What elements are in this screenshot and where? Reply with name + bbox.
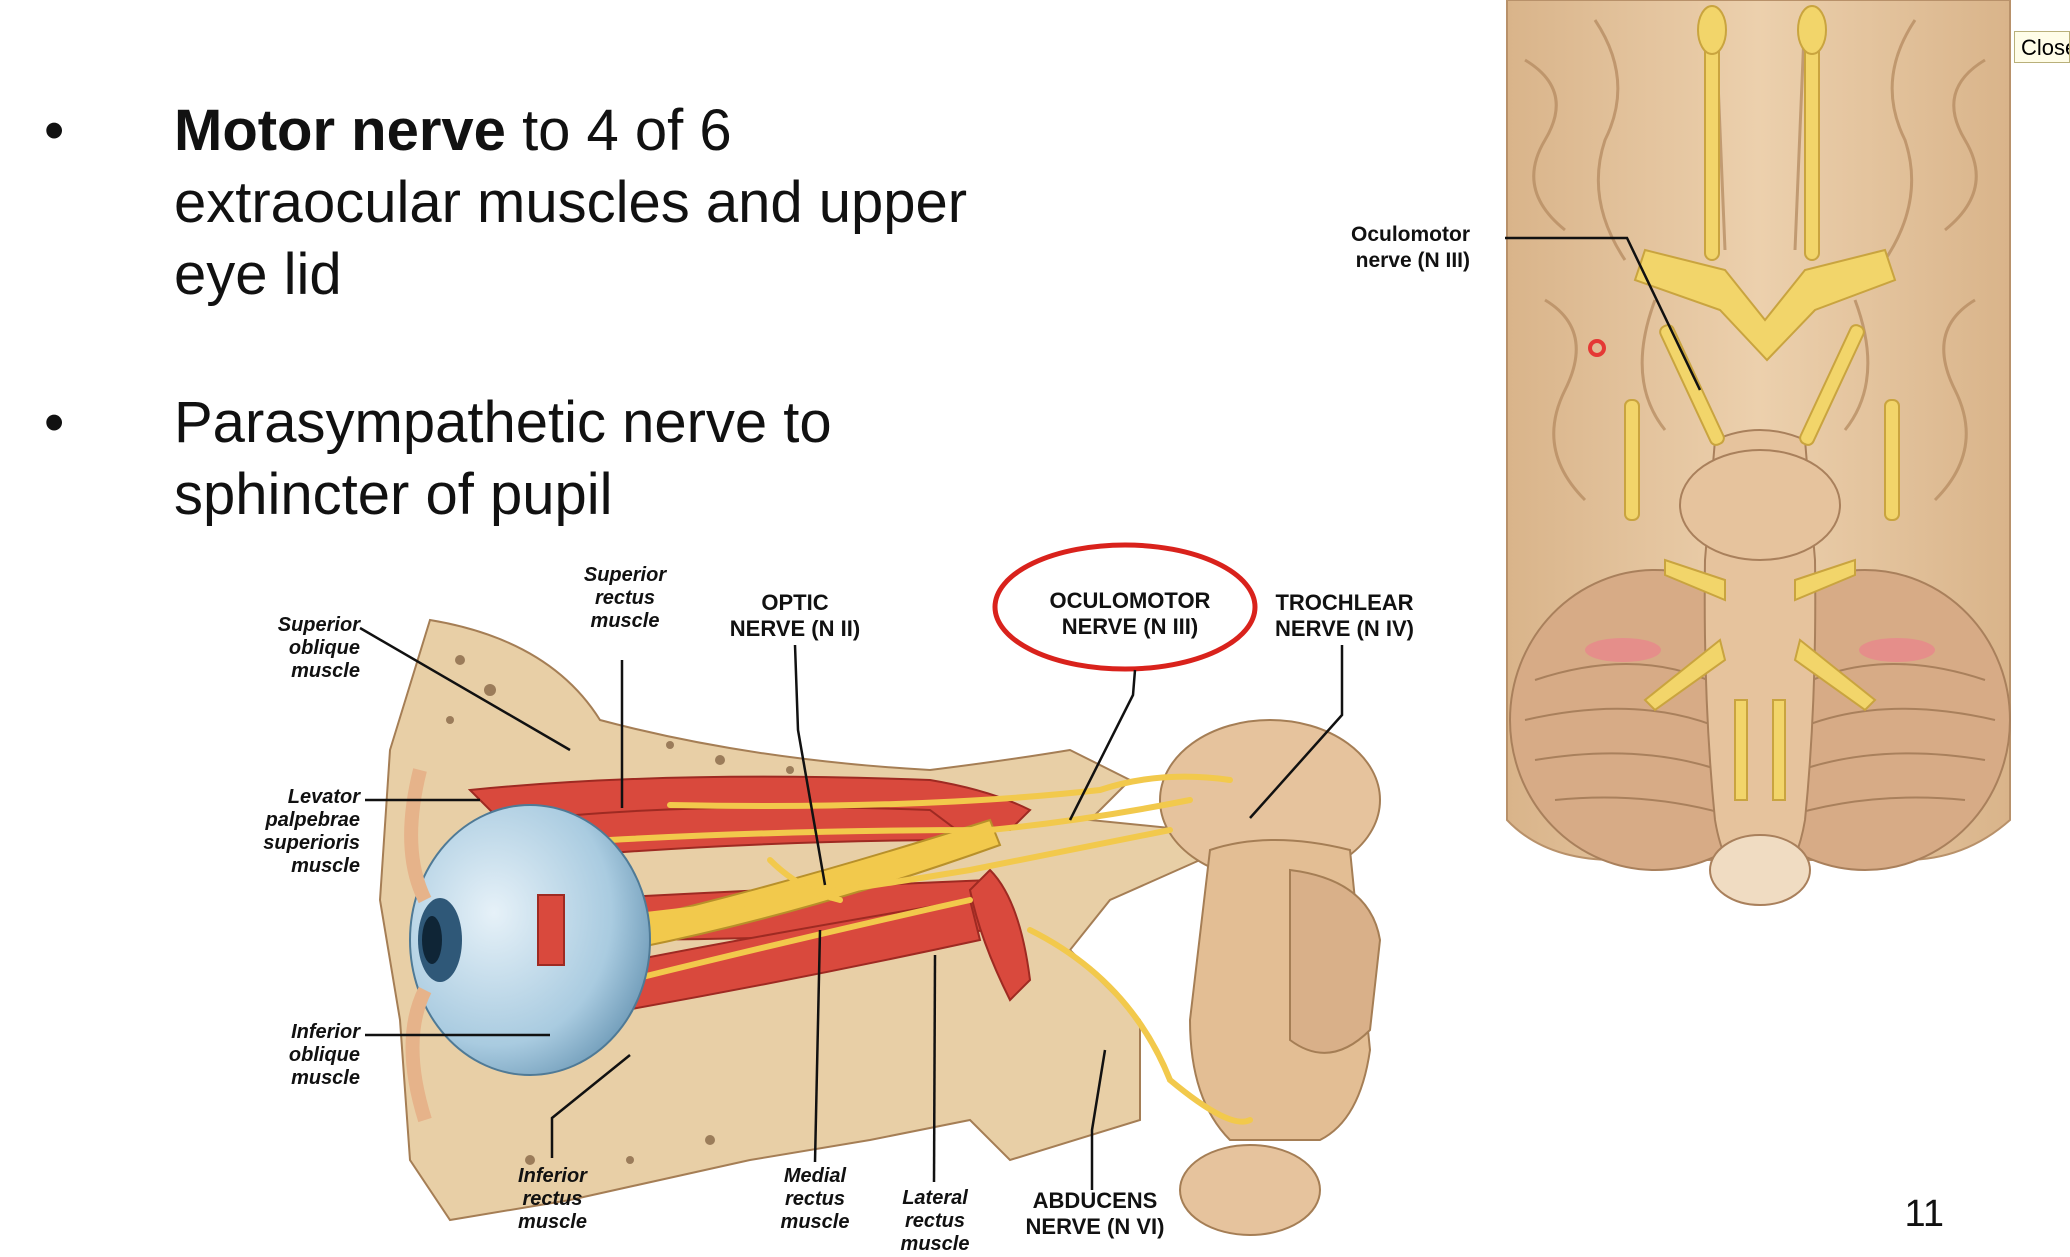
bullet-list: • Motor nerve to 4 of 6 extraocular musc… — [44, 95, 1044, 607]
label-levator-palpebrae: Levator palpebrae superioris muscle — [263, 786, 360, 877]
brainstem-side-view — [1159, 719, 1382, 1236]
label-superior-rectus: Superior rectus muscle — [583, 564, 667, 632]
label-inferior-rectus: Inferior rectus muscle — [518, 1165, 587, 1233]
bullet-motor-nerve: • Motor nerve to 4 of 6 extraocular musc… — [44, 95, 1044, 311]
close-button[interactable]: Close — [2014, 31, 2070, 63]
label-medial-rectus: Medial rectus muscle — [780, 1165, 850, 1233]
oculomotor-highlight-circle — [992, 542, 1258, 672]
bullet-text-line1: Parasympathetic nerve to — [174, 390, 832, 455]
bullet-text-line2: sphincter of pupil — [174, 462, 613, 527]
label-superior-oblique: Superior oblique muscle — [277, 614, 360, 682]
cursor-marker — [1588, 339, 1606, 357]
oculomotor-pointer — [1505, 236, 1702, 391]
label-lateral-rectus: Lateral rectus muscle — [900, 1187, 970, 1255]
upper-eyelid — [404, 768, 432, 904]
label-oculomotor-brain: Oculomotor nerve (N III) — [1351, 223, 1470, 272]
orbit-illustration — [378, 618, 1382, 1236]
bullet-text-line2: extraocular muscles and upper — [174, 170, 968, 235]
label-abducens-nerve: ABDUCENS NERVE (N VI) — [1025, 1188, 1165, 1239]
eyeball — [409, 804, 651, 1076]
label-oculomotor-nerve: OCULOMOTOR NERVE (N III) — [1049, 588, 1211, 639]
pupil — [422, 916, 442, 964]
label-optic-nerve: OPTIC NERVE (N II) — [729, 590, 861, 641]
bullet-marker: • — [44, 390, 65, 455]
lower-eyelid — [405, 986, 432, 1123]
bullet-marker: • — [44, 98, 65, 163]
bullet-text-line3: eye lid — [174, 242, 342, 307]
muscle-insertion — [537, 894, 565, 966]
label-inferior-oblique: Inferior oblique muscle — [288, 1021, 360, 1089]
brain-base-illustration — [1505, 0, 2011, 906]
optic-nerve-shape — [588, 818, 1002, 957]
bullet-parasympathetic: • Parasympathetic nerve to sphincter of … — [44, 387, 1044, 531]
label-trochlear-nerve: TROCHLEAR NERVE (N IV) — [1275, 590, 1414, 641]
bone-speckles — [446, 655, 794, 1165]
spinal-cord-section — [1709, 834, 1811, 906]
bullet-bold-text: Motor nerve — [174, 98, 506, 163]
bullet-text-line1: to 4 of 6 — [505, 98, 732, 163]
page-number: 11 — [1904, 1193, 1944, 1235]
cranial-nerves — [1624, 5, 1900, 801]
pons — [1679, 449, 1841, 561]
